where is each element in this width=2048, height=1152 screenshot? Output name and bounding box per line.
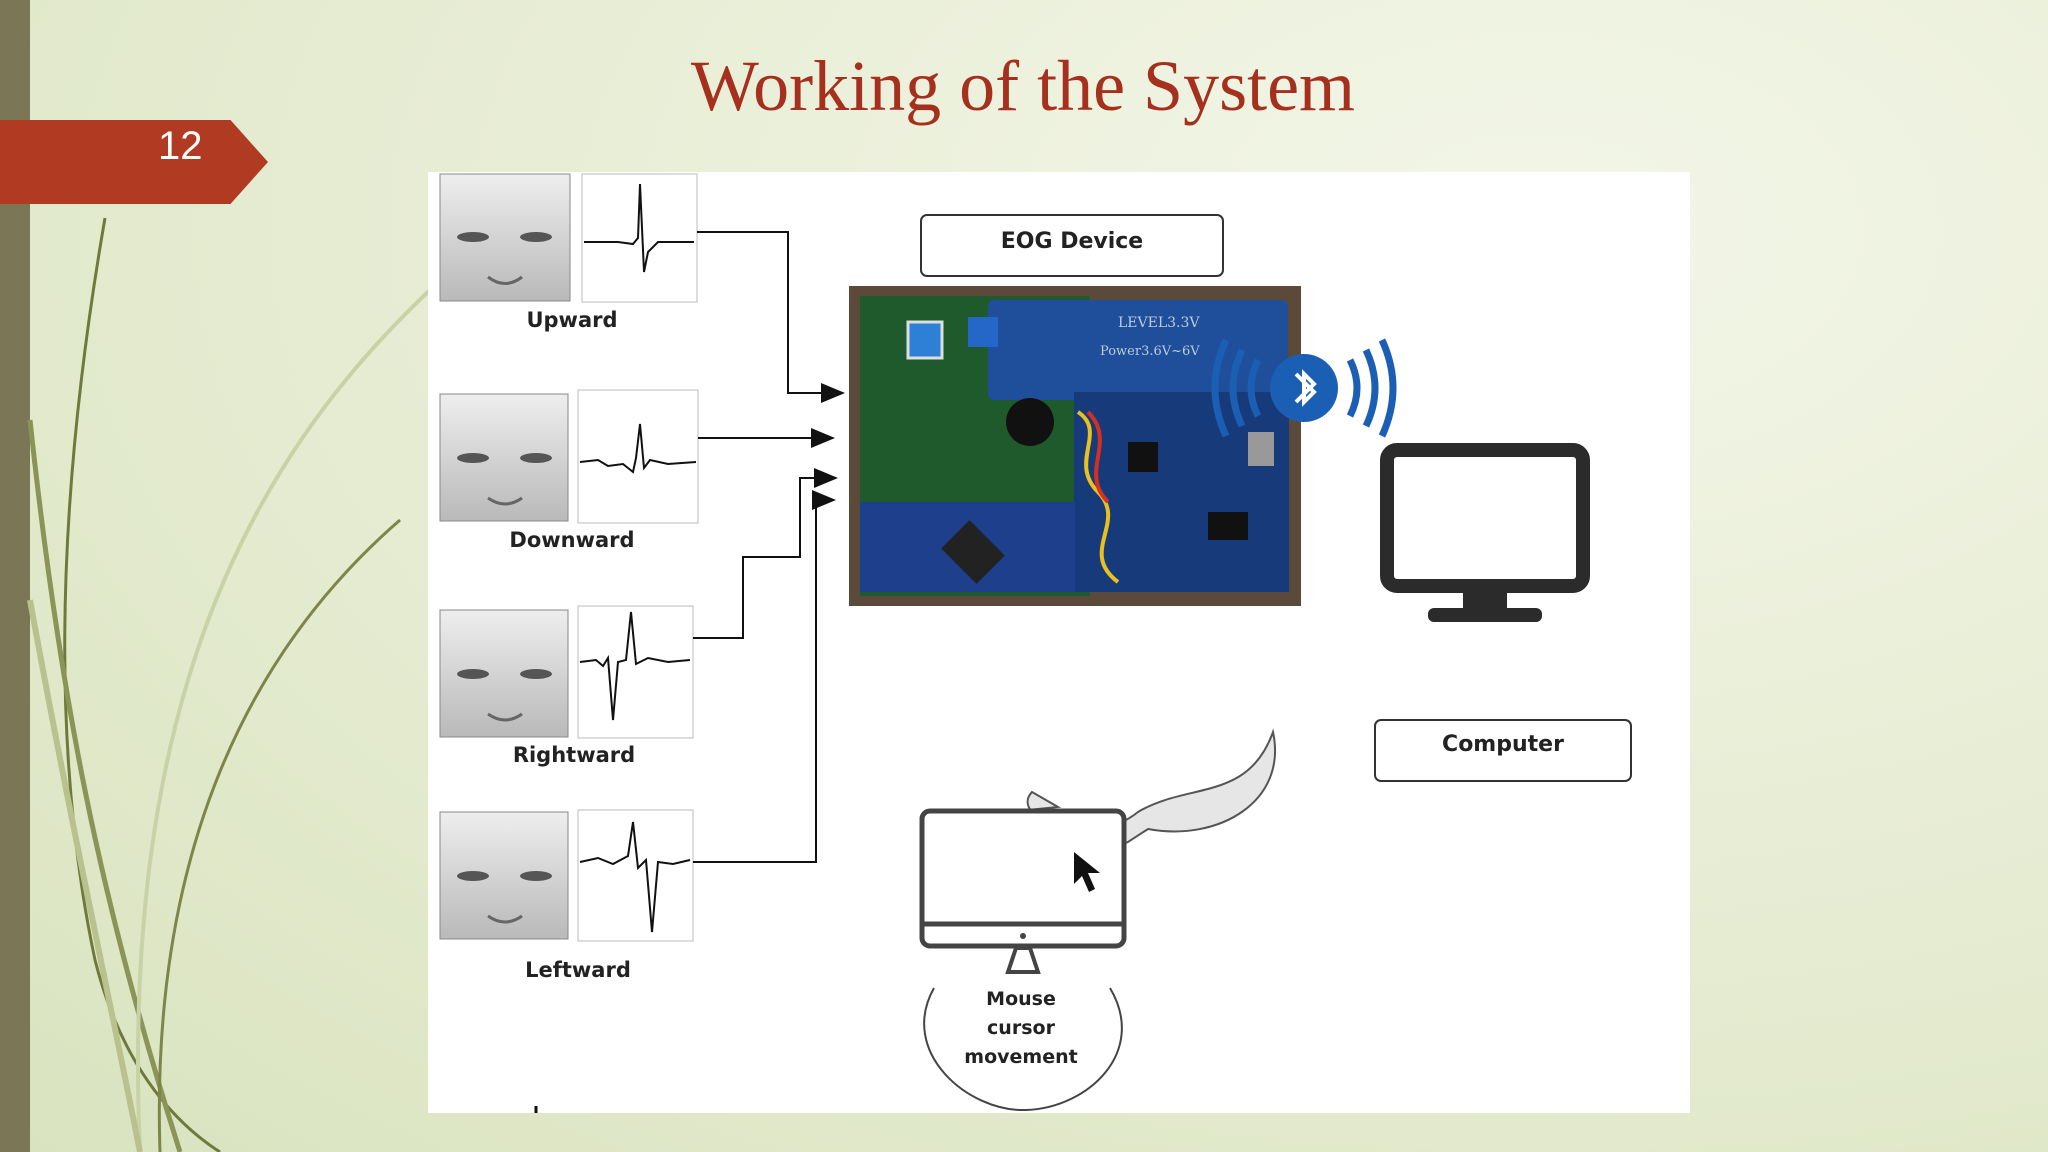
label-leftward: Leftward bbox=[525, 958, 631, 982]
label-upward: Upward bbox=[526, 308, 618, 332]
connector-upward bbox=[697, 231, 845, 403]
circuit-board-image: LEVEL3.3V Power3.6V~6V bbox=[849, 286, 1301, 606]
eye-row-downward bbox=[439, 389, 699, 524]
slide-number: 12 bbox=[158, 124, 203, 168]
slide-number-tab bbox=[0, 120, 268, 204]
label-rightward: Rightward bbox=[512, 743, 636, 767]
computer-label: Computer bbox=[1442, 732, 1564, 757]
eye-row-rightward bbox=[439, 605, 694, 739]
bluetooth-icon bbox=[1211, 338, 1397, 438]
eog-waveform-icon bbox=[577, 605, 694, 739]
decorative-swoosh bbox=[27, 217, 432, 1152]
svg-text:Power3.6V~6V: Power3.6V~6V bbox=[1100, 344, 1200, 359]
system-diagram: LEVEL3.3V Power3.6V~6V bbox=[428, 172, 1690, 1113]
svg-text:LEVEL3.3V: LEVEL3.3V bbox=[1118, 315, 1200, 331]
computer-box bbox=[1374, 719, 1632, 782]
eye-row-upward bbox=[439, 173, 698, 303]
slide-title: Working of the System bbox=[690, 46, 1356, 126]
connector-leftward bbox=[693, 490, 836, 863]
label-downward: Downward bbox=[509, 528, 635, 552]
eog-device-box bbox=[920, 214, 1224, 277]
mouse-cursor-label: Mouse cursor movement bbox=[964, 988, 1078, 1068]
mouse-cloud-outline bbox=[923, 987, 1123, 1112]
eog-waveform-icon bbox=[577, 389, 699, 524]
mouse-pointer-icon bbox=[1074, 852, 1100, 892]
connector-rightward bbox=[693, 468, 838, 639]
eye-row-leftward bbox=[439, 809, 694, 942]
mouse-monitor-icon bbox=[919, 808, 1127, 974]
eog-device-label: EOG Device bbox=[1000, 229, 1144, 254]
computer-monitor-icon bbox=[1380, 443, 1590, 622]
eog-waveform-icon bbox=[577, 809, 694, 942]
